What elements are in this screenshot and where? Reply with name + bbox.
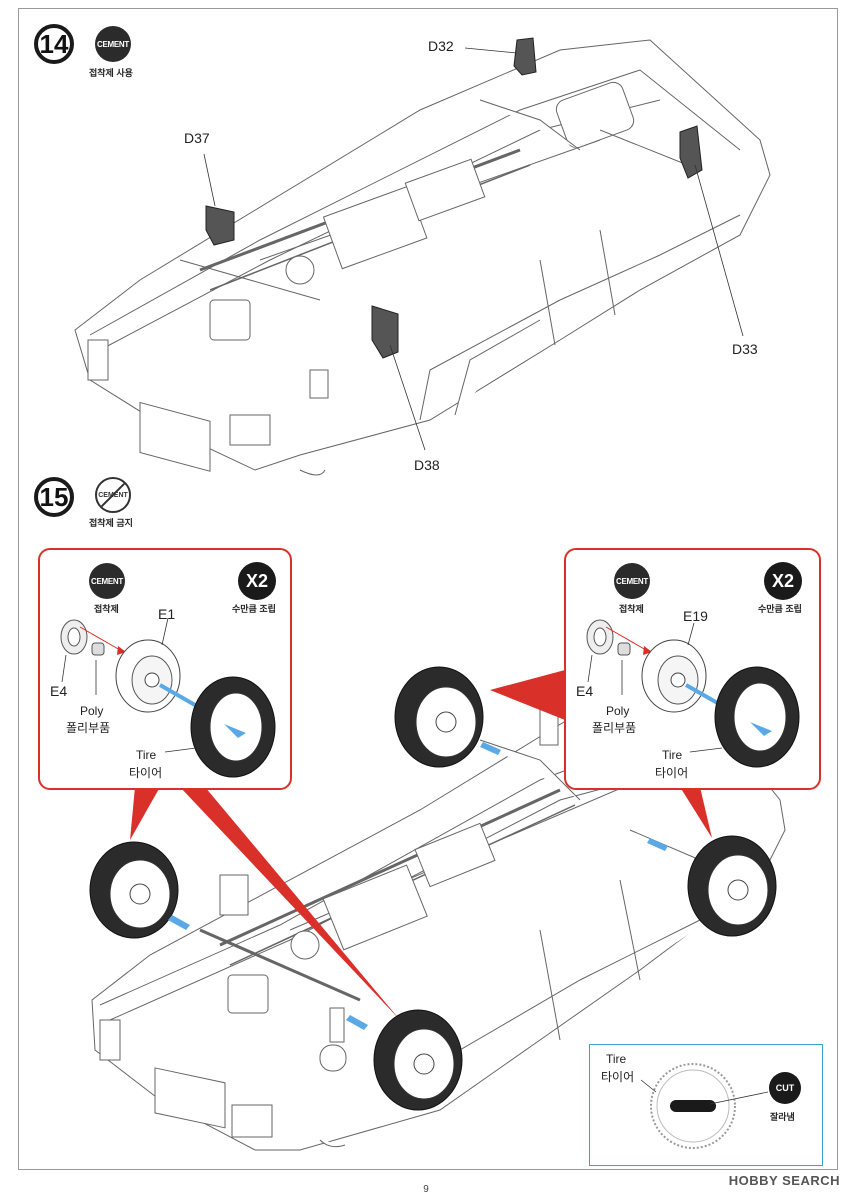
cement-icon: CEMENT [614,563,650,599]
cement-icon: CEMENT [95,26,131,62]
hobby-search-watermark: HOBBY SEARCH [728,1173,840,1188]
tire-rear-left [394,666,484,768]
tire-front-left [89,841,179,939]
label-poly-en: Poly [606,704,630,718]
label-tire-ko: 타이어 [129,766,163,780]
cut-icon: CUT [769,1072,801,1104]
cement-icon: CEMENT [89,563,125,599]
tire-front-right [373,1009,463,1111]
repeat-x2-badge: X2 [238,562,276,600]
page-frame [18,8,838,1170]
label-e4: E4 [576,683,594,699]
label-poly-ko: 폴리부품 [66,721,111,735]
cement-caption: 접착제 [94,604,119,614]
repeat-x2-badge: X2 [764,562,802,600]
label-tire-en: Tire [136,748,157,762]
callout-d38: D38 [414,457,440,473]
page-number: 9 [423,1184,429,1195]
cement-caption: 접착제 사용 [89,68,133,78]
label-poly-en: Poly [80,704,104,718]
car-underside-illustration-14 [74,37,771,476]
callout-d32: D32 [428,38,454,54]
step-15-badge: 15 [34,477,74,517]
label-e4: E4 [50,683,68,699]
no-cement-icon: CEMENT [95,477,131,513]
no-cement-caption: 접착제 금지 [89,518,133,528]
repeat-caption: 수만큼 조립 [232,604,276,614]
cement-caption: 접착제 [619,604,644,614]
label-e1: E1 [158,606,176,622]
cut-caption: 잘라냄 [770,1112,795,1122]
label-tire-ko: 타이어 [655,766,689,780]
tire-rear-right [687,835,777,937]
label-tire-en: Tire [662,748,683,762]
step-14-badge: 14 [34,24,74,64]
repeat-caption: 수만큼 조립 [758,604,802,614]
label-e19: E19 [683,608,708,624]
label-poly-ko: 폴리부품 [592,721,637,735]
callout-d33: D33 [732,341,758,357]
callout-d37: D37 [184,130,210,146]
label-tire-ko: 타이어 [601,1070,635,1084]
label-tire-en: Tire [606,1052,627,1066]
